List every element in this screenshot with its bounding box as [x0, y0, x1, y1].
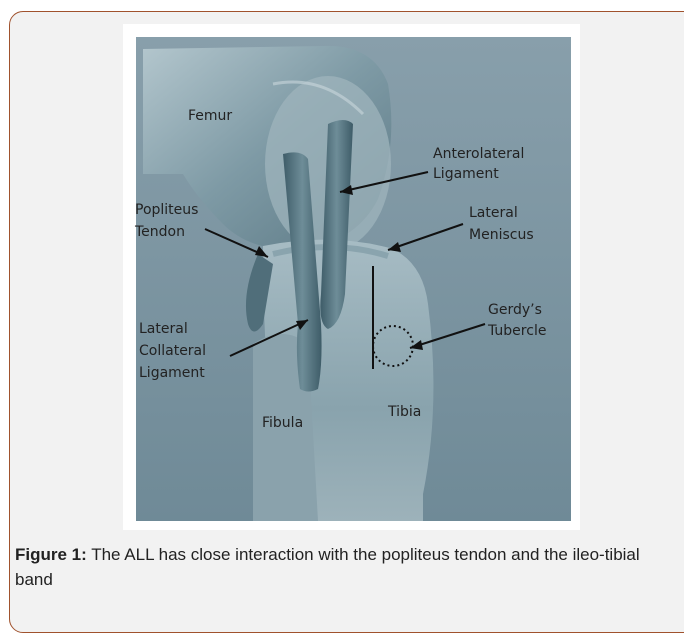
- label-lcl-2: Collateral: [139, 343, 206, 359]
- label-lcl-1: Lateral: [139, 321, 188, 337]
- label-fibula: Fibula: [262, 415, 303, 431]
- label-gerdys-1: Gerdy’s: [488, 302, 542, 318]
- label-popliteus-1: Popliteus: [135, 202, 198, 218]
- label-femur: Femur: [188, 108, 232, 124]
- label-tibia: Tibia: [387, 404, 421, 420]
- label-lcl-3: Ligament: [139, 365, 205, 381]
- label-gerdys-2: Tubercle: [487, 323, 546, 339]
- label-anterolateral-1: Anterolateral: [433, 146, 524, 162]
- figure-caption: Figure 1: The ALL has close interaction …: [15, 542, 665, 592]
- label-lateral-meniscus-1: Lateral: [469, 205, 518, 221]
- label-popliteus-2: Tendon: [134, 224, 185, 240]
- knee-anatomy-illustration: Femur Anterolateral Ligament Popliteus T…: [123, 24, 580, 530]
- caption-text: The ALL has close interaction with the p…: [15, 545, 640, 589]
- caption-label: Figure 1:: [15, 545, 87, 564]
- figure-image: Femur Anterolateral Ligament Popliteus T…: [123, 24, 580, 530]
- label-lateral-meniscus-2: Meniscus: [469, 227, 534, 243]
- label-anterolateral-2: Ligament: [433, 166, 499, 182]
